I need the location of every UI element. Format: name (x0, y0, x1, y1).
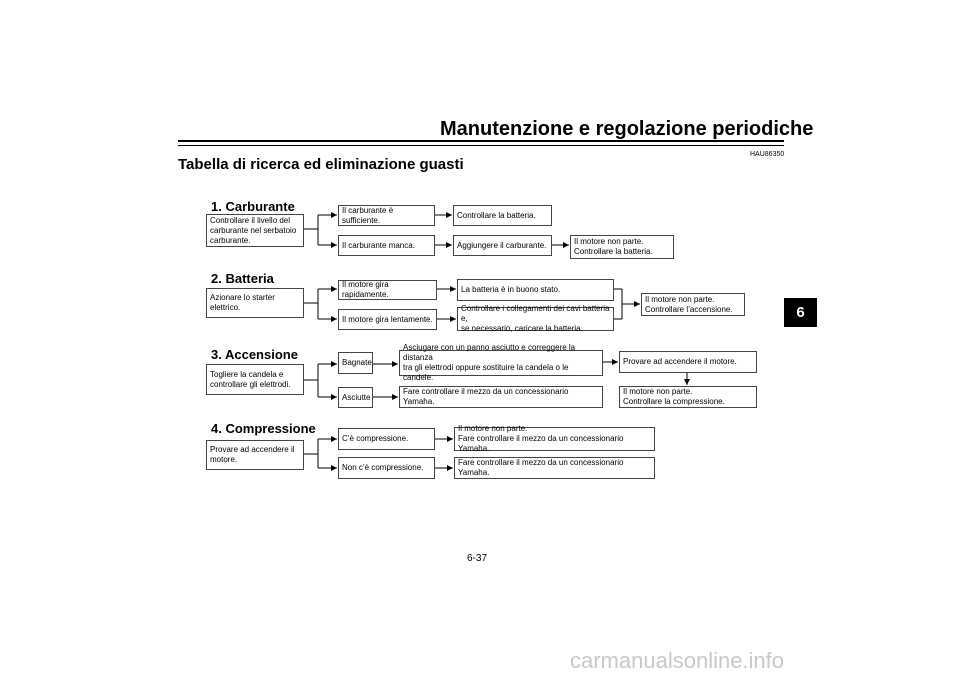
box-text: Controllare la batteria. (457, 210, 536, 220)
box-start-accensione: Togliere la candela e controllare gli el… (206, 364, 304, 395)
box-result-b-accensione: Fare controllare il mezzo da un concessi… (399, 386, 603, 408)
box-branch-a-accensione: Bagnate (338, 352, 373, 374)
box-text: Aggiungere il carburante. (457, 240, 547, 250)
box-text: Controllare il livello del carburante ne… (210, 215, 297, 245)
box-text: Bagnate (342, 358, 372, 367)
box-branch-b-compressione: Non c’è compressione. (338, 457, 435, 479)
box-text: La batteria è in buono stato. (461, 285, 561, 294)
box-final-batteria: Il motore non parte. Controllare l’accen… (641, 293, 745, 316)
box-text: Togliere la candela e controllare gli el… (210, 369, 291, 389)
watermark: carmanualsonline.info (570, 648, 785, 673)
box-text: Asciutte (342, 392, 371, 402)
box-branch-a-carburante: Il carburante è sufficiente. (338, 205, 435, 226)
box-text: Il motore non parte. Fare controllare il… (458, 424, 624, 453)
box-start-batteria: Azionare lo starter elettrico. (206, 288, 304, 318)
box-text: Asciugare con un panno asciutto e correg… (403, 343, 576, 382)
box-text: C’è compressione. (342, 434, 409, 443)
box-result-b-batteria: Controllare i collegamenti dei cavi batt… (457, 304, 614, 333)
box-final-carburante: Il motore non parte. Controllare la batt… (570, 235, 674, 259)
box-text: Non c’è compressione. (342, 463, 424, 472)
box-branch-a-batteria: Il motore gira rapidamente. (338, 280, 437, 300)
box-text: Provare ad accendere il motore. (210, 445, 295, 464)
header-rule-thin (178, 145, 784, 146)
box-text: Fare controllare il mezzo da un concessi… (403, 387, 569, 406)
group-heading-compressione: 4. Compressione (211, 421, 316, 436)
box-text: Fare controllare il mezzo da un concessi… (458, 458, 624, 477)
group-heading-carburante: 1. Carburante (211, 199, 295, 214)
box-next-accensione: Provare ad accendere il motore. (619, 351, 757, 373)
page-title: Manutenzione e regolazione periodiche (440, 118, 814, 140)
box-text: Il carburante manca. (342, 240, 415, 250)
box-branch-b-accensione: Asciutte (338, 387, 373, 408)
box-branch-a-compressione: C’è compressione. (338, 428, 435, 450)
section-code: HAU86350 (750, 151, 785, 158)
box-text: Azionare lo starter elettrico. (210, 293, 275, 312)
header-rule (178, 140, 784, 142)
page-number: 6-37 (467, 553, 488, 564)
box-text: Il carburante è sufficiente. (342, 205, 394, 225)
box-text: Controllare i collegamenti dei cavi batt… (461, 304, 610, 333)
box-final-accensione: Il motore non parte. Controllare la comp… (619, 386, 757, 408)
group-heading-accensione: 3. Accensione (211, 347, 298, 362)
box-start-compressione: Provare ad accendere il motore. (206, 440, 304, 470)
box-branch-b-batteria: Il motore gira lentamente. (338, 309, 437, 330)
box-branch-b-carburante: Il carburante manca. (338, 235, 435, 256)
group-heading-batteria: 2. Batteria (211, 271, 274, 286)
box-text: Il motore non parte. Controllare l’accen… (645, 294, 733, 314)
box-result-b-compressione: Fare controllare il mezzo da un concessi… (454, 457, 655, 479)
box-result-a-accensione: Asciugare con un panno asciutto e correg… (399, 343, 603, 382)
box-result-b-carburante: Aggiungere il carburante. (453, 235, 552, 256)
box-text: Il motore non parte. Controllare la comp… (623, 387, 725, 406)
section-title: Tabella di ricerca ed eliminazione guast… (178, 156, 464, 173)
box-text: Provare ad accendere il motore. (623, 357, 737, 366)
box-result-a-carburante: Controllare la batteria. (453, 205, 552, 226)
box-text: Il motore non parte. Controllare la batt… (574, 237, 653, 256)
box-result-a-compressione: Il motore non parte. Fare controllare il… (454, 424, 655, 453)
box-text: Il motore gira lentamente. (342, 314, 433, 324)
box-text: Il motore gira rapidamente. (342, 280, 389, 299)
box-result-a-batteria: La batteria è in buono stato. (457, 279, 614, 301)
box-start-carburante: Controllare il livello del carburante ne… (206, 214, 304, 247)
chapter-tab: 6 (784, 298, 817, 327)
